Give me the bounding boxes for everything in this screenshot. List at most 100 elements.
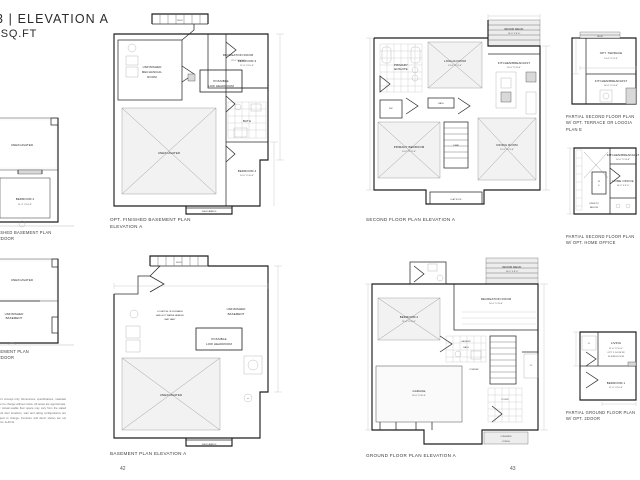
page-subtitle: 4 SQ.FT [0,28,38,40]
svg-text:POWDER: POWDER [470,369,480,371]
plan-basement[interactable]: DECK UNFINISHED BASEMENT LOCATION OF FUR… [108,252,308,456]
svg-text:DECK: DECK [177,20,183,22]
svg-text:10'-0" X 9'-0": 10'-0" X 9'-0" [617,185,630,187]
svg-text:UNEXCAVATED: UNEXCAVATED [202,210,217,213]
svg-text:11'-0" X 10'-0": 11'-0" X 10'-0" [18,204,32,206]
disclaimer-text: ...renderings are artist's concept only.… [0,398,66,425]
plan-second-floor[interactable]: WOOD DECK 14'-0" X 8'-0" LOGGIA ROOM 13'… [366,14,556,222]
svg-text:AND HOT WATER HEATER: AND HOT WATER HEATER [156,314,184,317]
svg-text:BEDROOM 4: BEDROOM 4 [16,197,35,201]
plan-opt-basement-2door[interactable]: UNEXCAVATED UNFINISHED BASEMENT OPT. BAS… [0,255,74,360]
svg-text:WOOD DECK: WOOD DECK [502,265,521,269]
page-title: 03 | ELEVATION A [0,12,110,26]
svg-text:11'-0" X 10'-0": 11'-0" X 10'-0" [609,387,623,389]
svg-text:KITCHEN/BREAKFAST: KITCHEN/BREAKFAST [607,153,640,157]
svg-text:MECHANICAL: MECHANICAL [142,70,162,74]
svg-text:BATH: BATH [438,102,444,105]
svg-text:KITCHEN/BREAKFAST: KITCHEN/BREAKFAST [498,61,531,65]
plan-partial-ground-2door[interactable]: CL LIVING 11'-0" X 11'-0" OPT. 2 DOOR W/… [566,326,640,421]
caption-partial-ground-2door: PARTIAL GROUND FLOOR PLAN W/ OPT. 2DOOR [566,410,636,422]
plan-opt-finished-basement[interactable]: DECK RECREATION ROOM 23'-0" X 14'-0" UNF… [108,10,308,229]
svg-text:14'-0" X 11'-0": 14'-0" X 11'-0" [604,58,618,60]
caption-opt-finished-basement: OPT. FINISHED BASEMENT PLAN ELEVATION A [110,217,191,230]
svg-text:BASEMENT: BASEMENT [228,312,245,316]
svg-text:14'-0" X 8'-0": 14'-0" X 8'-0" [506,271,519,273]
plan-opt-finished-basement-2door[interactable]: UNEXCAVATED BEDROOM 4 11'-0" X 10'-0" OP… [0,112,74,241]
svg-text:DECK: DECK [176,262,182,264]
svg-text:20'-0" X 20'-0": 20'-0" X 20'-0" [412,395,426,397]
caption-partial-second-terrace: PARTIAL SECOND FLOOR PLAN W/ OPT. TERRAC… [566,114,635,132]
caption-basement: BASEMENT PLAN ELEVATION A [110,451,187,456]
svg-text:BEDROOM 2: BEDROOM 2 [400,315,419,319]
svg-text:11'-0" X 11'-0": 11'-0" X 11'-0" [609,348,623,350]
svg-text:FOYER: FOYER [502,399,509,401]
svg-text:RECREATION ROOM: RECREATION ROOM [223,53,254,57]
svg-text:16'-0" X 13'-0": 16'-0" X 13'-0" [616,159,630,161]
plan-partial-second-home-office[interactable]: KITCHEN/BREAKFAST 16'-0" X 13'-0" HOME O… [566,138,640,245]
caption-ground-floor: GROUND FLOOR PLAN ELEVATION A [366,453,456,458]
svg-text:LAUNDRY: LAUNDRY [461,340,471,343]
svg-text:BATH: BATH [463,346,469,349]
caption-second-floor: SECOND FLOOR PLAN ELEVATION A [366,217,456,222]
svg-text:DINING ROOM: DINING ROOM [496,143,518,147]
svg-text:PORCH: PORCH [502,441,510,443]
svg-text:BEDROOM 1: BEDROOM 1 [607,381,626,385]
svg-text:BEDROOM 4: BEDROOM 4 [238,169,257,173]
caption-opt-basement-2door: OPT. BASEMENT PLAN W/ OPT. 2DOOR [0,349,30,361]
page-number-right: 43 [510,466,516,472]
svg-text:LIVING: LIVING [611,341,622,345]
svg-text:16'-0" X 13'-0": 16'-0" X 13'-0" [604,85,618,87]
svg-text:UNFINISHED: UNFINISHED [5,312,24,316]
svg-text:SLIDING DOOR: SLIDING DOOR [608,356,624,358]
svg-text:ROOM: ROOM [147,75,157,79]
svg-text:CL: CL [530,365,533,367]
svg-text:OPT. TERRACE: OPT. TERRACE [600,51,622,55]
svg-text:POSSIBLE: POSSIBLE [213,79,228,83]
svg-text:14'-0" X 12'-6": 14'-0" X 12'-6" [402,151,416,153]
svg-text:STAIR: STAIR [453,144,459,147]
svg-text:MAY VARY: MAY VARY [165,318,176,321]
svg-text:BEDROOM 3: BEDROOM 3 [238,59,257,63]
svg-text:LOCATION OF FURNACE: LOCATION OF FURNACE [157,310,183,313]
svg-text:12'-0" X 11'-0": 12'-0" X 11'-0" [500,149,514,151]
svg-text:11'-0" X 10'-6": 11'-0" X 10'-6" [240,65,254,67]
svg-text:LOW HEADROOM: LOW HEADROOM [208,84,234,88]
svg-text:POSSIBLE: POSSIBLE [211,337,226,341]
svg-text:14'-0" X 8'-0": 14'-0" X 8'-0" [508,33,521,35]
plan-ground-floor[interactable]: WOOD DECK 14'-0" X 8'-0" RECREATION ROOM… [365,254,556,458]
svg-text:UNEXCAVATED: UNEXCAVATED [158,151,180,155]
svg-text:BASEMENT: BASEMENT [6,316,23,320]
caption-partial-second-home-office: PARTIAL SECOND FLOOR PLAN W/ OPT. HOME O… [566,234,635,246]
svg-text:ENSUITE: ENSUITE [394,67,407,71]
svg-text:ROOF: ROOF [597,36,604,38]
svg-text:BELOW: BELOW [590,207,599,209]
svg-text:WOOD DECK: WOOD DECK [504,27,523,31]
svg-text:UNEXCAVATED: UNEXCAVATED [11,278,33,282]
svg-text:LOGGIA ROOM: LOGGIA ROOM [444,59,467,63]
svg-text:WIC: WIC [389,108,393,110]
svg-text:UNFINISHED: UNFINISHED [227,307,246,311]
svg-text:KITCHEN/BREAKFAST: KITCHEN/BREAKFAST [595,79,628,83]
svg-text:UNEXCAVATED: UNEXCAVATED [202,443,217,446]
svg-text:13'-0" X 11'-0": 13'-0" X 11'-0" [448,65,462,67]
svg-text:BATH: BATH [243,119,251,123]
svg-text:UNEXCAVATED: UNEXCAVATED [11,143,33,147]
svg-text:FLAT ROOF: FLAT ROOF [450,198,462,201]
svg-text:11'-0" X 11'-0": 11'-0" X 11'-0" [402,321,416,323]
svg-text:23'-0" X 14'-0": 23'-0" X 14'-0" [231,60,245,62]
svg-text:10'-0" X 10'-0": 10'-0" X 10'-0" [240,175,254,177]
svg-text:PRIMARY BEDROOM: PRIMARY BEDROOM [394,145,425,149]
svg-text:OPEN TO: OPEN TO [589,203,599,205]
svg-text:UNFINISHED: UNFINISHED [143,65,162,69]
plan-partial-second-terrace[interactable]: ROOF OPT. TERRACE 14'-0" X 11'-0" KITCHE… [566,28,640,132]
svg-text:HOME OFFICE: HOME OFFICE [612,179,633,183]
svg-text:D: D [598,185,600,187]
svg-text:●: ● [247,398,249,400]
svg-text:RECREATION ROOM: RECREATION ROOM [481,297,512,301]
svg-text:16'-0" X 13'-0": 16'-0" X 13'-0" [489,303,503,305]
svg-text:CONCRETE: CONCRETE [500,436,512,438]
svg-text:UNEXCAVATED: UNEXCAVATED [160,393,182,397]
svg-text:OPT. 2 DOOR W/: OPT. 2 DOOR W/ [607,352,625,354]
svg-text:LOW HEADROOM: LOW HEADROOM [206,342,232,346]
